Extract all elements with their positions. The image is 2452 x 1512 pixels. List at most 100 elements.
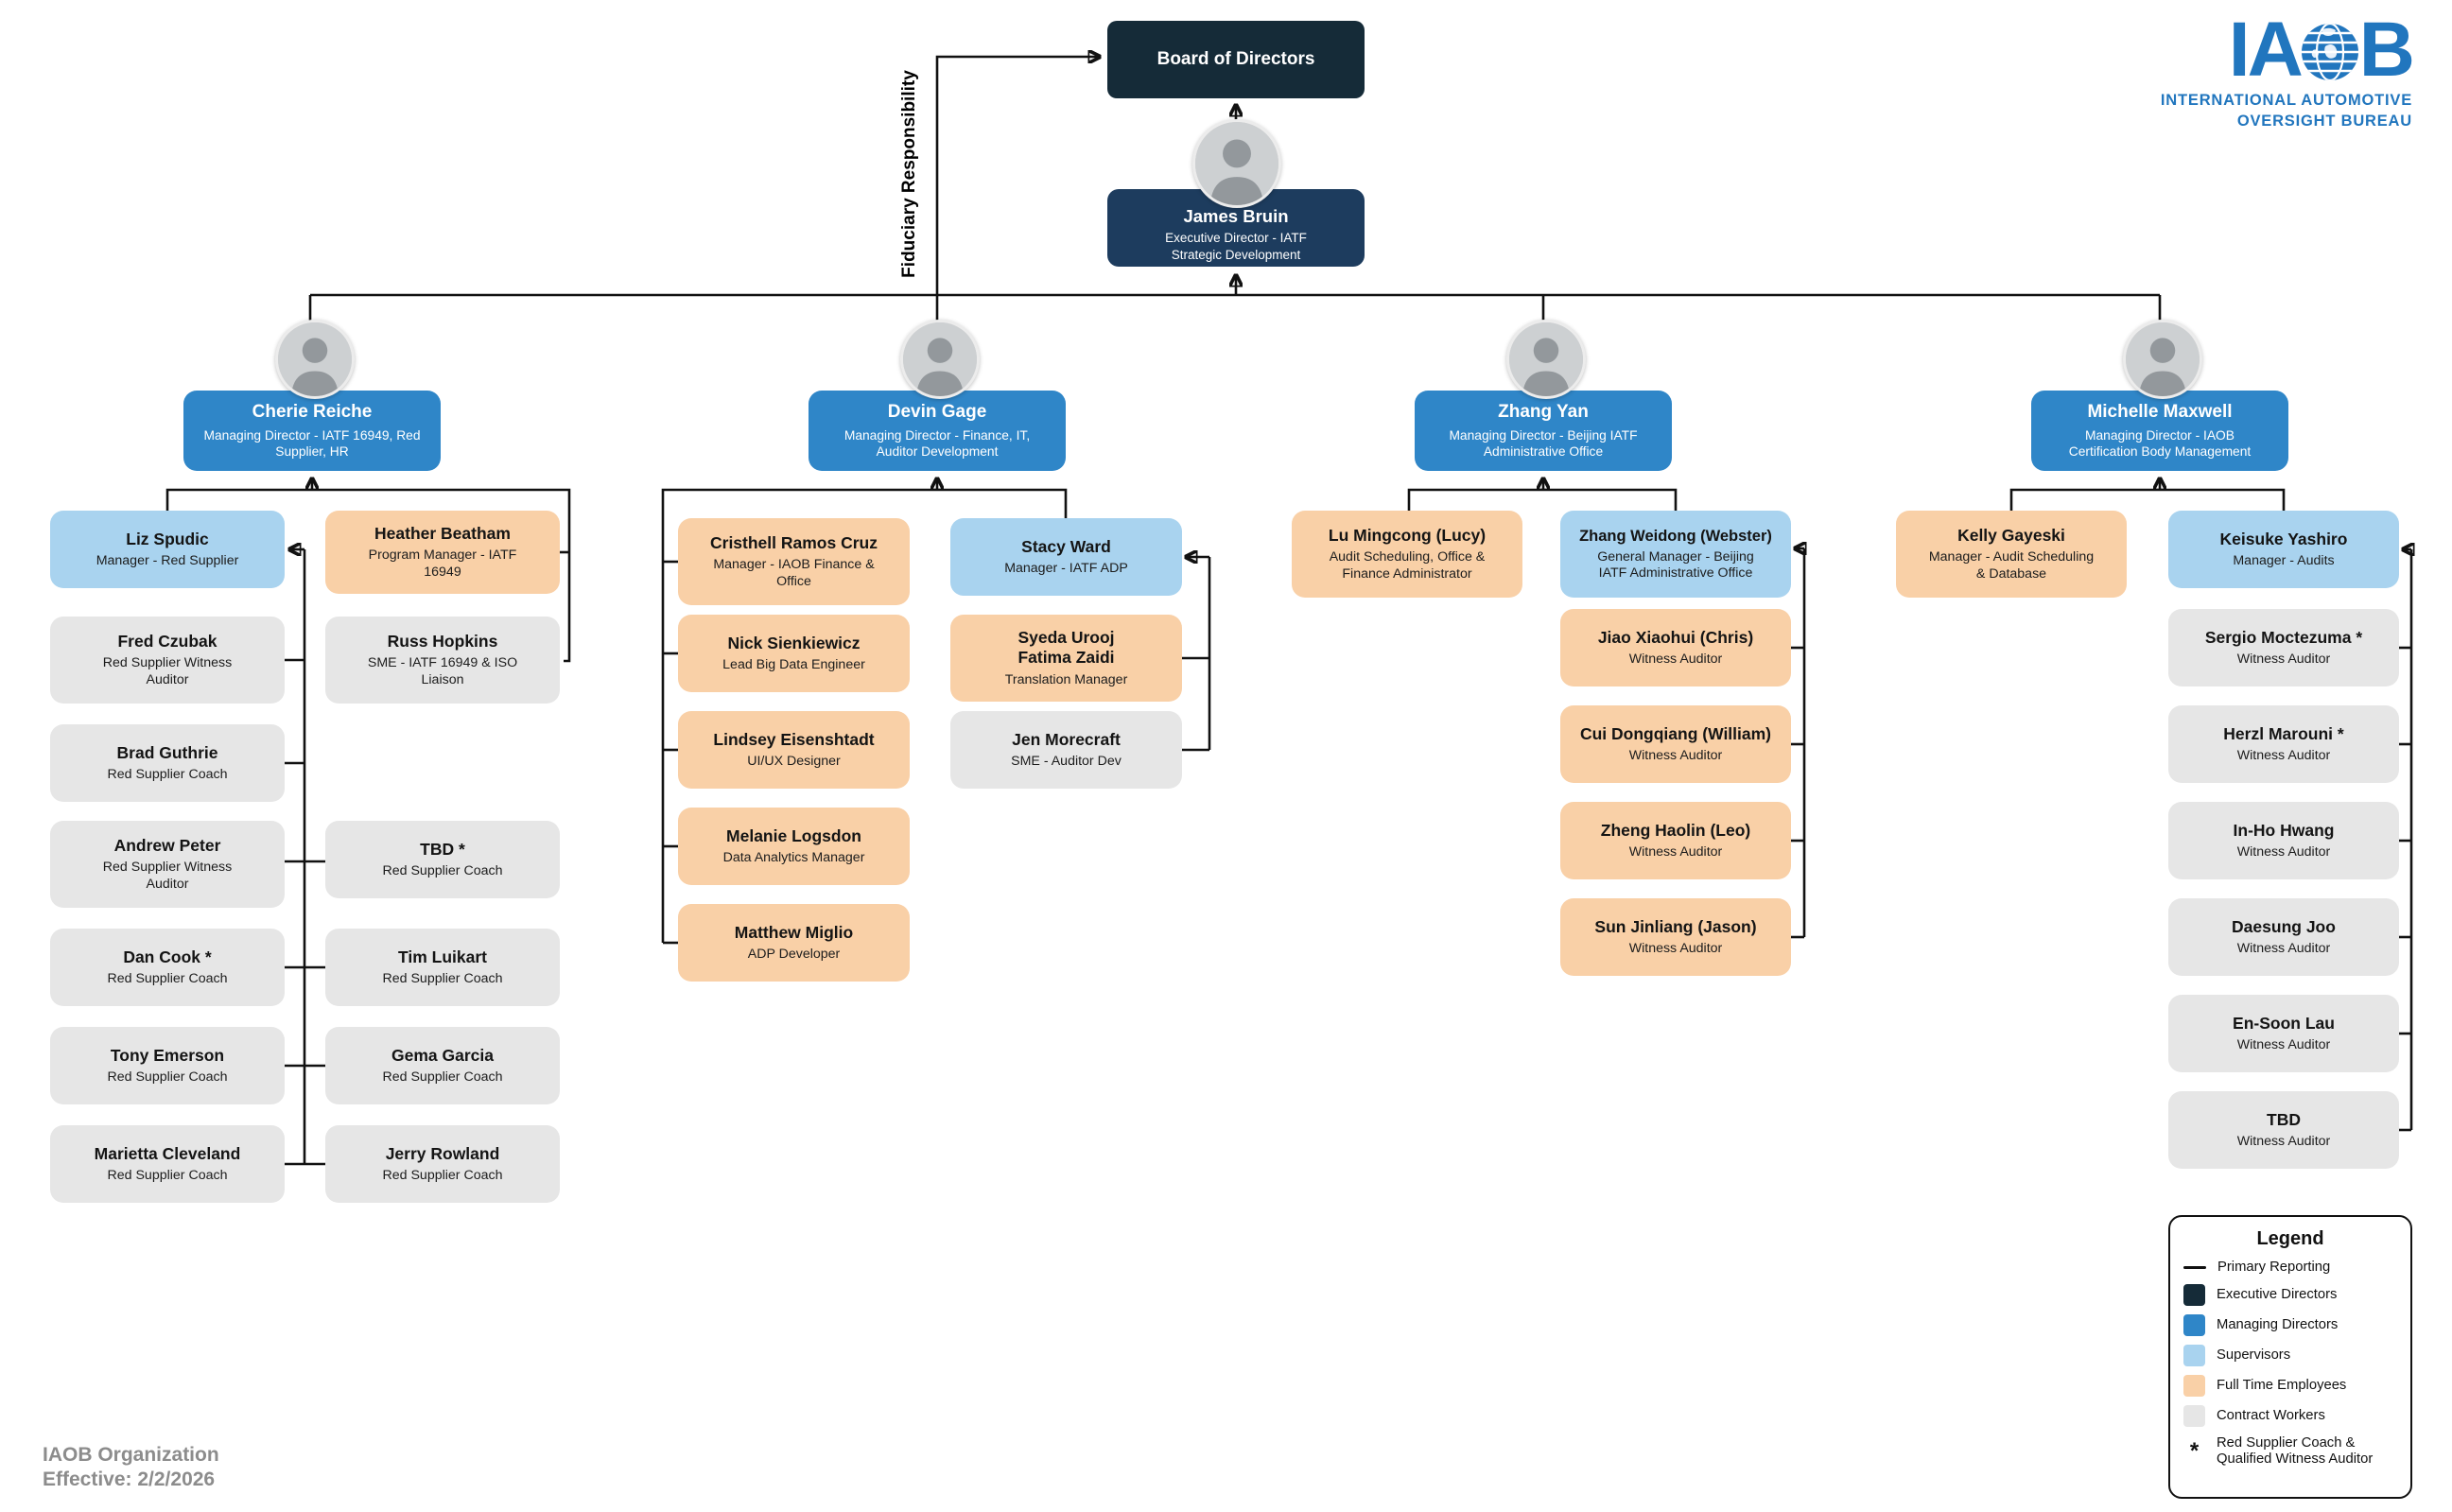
footer-effective-date: Effective: 2/2/2026	[43, 1469, 216, 1491]
person-name: Syeda Urooj Fatima Zaidi	[1017, 628, 1115, 668]
person-title: Red Supplier Coach	[107, 767, 228, 783]
board-of-directors-card: Board of Directors	[1107, 21, 1365, 98]
person-title: Lead Big Data Engineer	[722, 657, 865, 673]
legend-label: Managing Directors	[2217, 1317, 2339, 1332]
person-name: TBD *	[420, 839, 465, 859]
person-title: Red Supplier Witness Auditor	[102, 860, 233, 892]
board-title: Board of Directors	[1156, 49, 1315, 69]
person-card-melanie-logsdon: Melanie Logsdon Data Analytics Manager	[678, 808, 910, 885]
legend-panel: Legend Primary Reporting Executive Direc…	[2168, 1215, 2412, 1499]
person-card-andrew-peter: Andrew Peter Red Supplier Witness Audito…	[50, 821, 285, 908]
person-name: Zhang Yan	[1498, 401, 1589, 422]
person-name: Andrew Peter	[113, 836, 221, 856]
person-card-lindsey-eisenshtadt: Lindsey Eisenshtadt UI/UX Designer	[678, 711, 910, 789]
person-card-syeda-urooj-fatima-zaidi: Syeda Urooj Fatima Zaidi Translation Man…	[950, 615, 1182, 702]
legend-label: Full Time Employees	[2217, 1378, 2347, 1393]
logo-subtitle-1: INTERNATIONAL AUTOMOTIVE	[2160, 92, 2412, 109]
person-name: Matthew Miglio	[734, 922, 854, 942]
person-title: Managing Director - Beijing IATF Adminis…	[1449, 427, 1638, 459]
person-name: Devin Gage	[887, 401, 987, 422]
person-card-dan-cook: Dan Cook * Red Supplier Coach	[50, 929, 285, 1006]
person-card-cui-dongqiang: Cui Dongqiang (William) Witness Auditor	[1560, 705, 1791, 783]
iaob-logo-word: IA B	[2161, 7, 2415, 93]
person-card-zhang-weidong: Zhang Weidong (Webster) General Manager …	[1560, 511, 1791, 598]
person-name: James Bruin	[1183, 206, 1289, 227]
legend-item-managing-directors: Managing Directors	[2183, 1314, 2397, 1337]
person-name: Jerry Rowland	[385, 1143, 500, 1163]
person-name: Heather Beatham	[374, 524, 511, 544]
person-title: SME - Auditor Dev	[1011, 754, 1122, 770]
james-bruin-avatar	[1192, 119, 1281, 208]
director-card-devin-gage: Devin Gage Managing Director - Finance, …	[809, 391, 1066, 471]
person-card-russ-hopkins: Russ Hopkins SME - IATF 16949 & ISO Liai…	[325, 617, 560, 704]
person-title: Manager - Audit Scheduling & Database	[1928, 549, 2095, 582]
person-name: In-Ho Hwang	[2233, 820, 2335, 840]
person-title: Red Supplier Coach	[107, 1069, 228, 1086]
person-card-jen-morecraft: Jen Morecraft SME - Auditor Dev	[950, 711, 1182, 789]
person-card-tony-emerson: Tony Emerson Red Supplier Coach	[50, 1027, 285, 1104]
person-card-heather-beatham: Heather Beatham Program Manager - IATF 1…	[325, 511, 560, 594]
person-name: Cherie Reiche	[252, 401, 373, 422]
person-title: Data Analytics Manager	[722, 850, 865, 866]
logo-text-ia: IA	[2228, 7, 2304, 93]
person-title: Managing Director - IATF 16949, Red Supp…	[203, 427, 421, 459]
person-title: Red Supplier Coach	[382, 971, 503, 987]
person-card-gema-garcia: Gema Garcia Red Supplier Coach	[325, 1027, 560, 1104]
person-title: Red Supplier Coach	[107, 971, 228, 987]
primary-reporting-line-swatch	[2183, 1265, 2206, 1270]
person-card-marietta-cleveland: Marietta Cleveland Red Supplier Coach	[50, 1125, 285, 1203]
person-title: Manager - IATF ADP	[1004, 561, 1128, 577]
person-title: ADP Developer	[747, 947, 841, 963]
person-title: Red Supplier Coach	[107, 1168, 228, 1184]
person-title: UI/UX Designer	[747, 754, 841, 770]
person-card-cristhell-ramos-cruz: Cristhell Ramos Cruz Manager - IAOB Fina…	[678, 518, 910, 605]
person-title: Manager - Red Supplier	[96, 553, 239, 569]
person-name: Liz Spudic	[126, 529, 209, 548]
legend-item-supervisors: Supervisors	[2183, 1345, 2397, 1367]
person-card-tbd-witness-auditor: TBD Witness Auditor	[2168, 1091, 2399, 1169]
person-title: Red Supplier Witness Auditor	[102, 655, 233, 687]
michelle-maxwell-avatar	[2123, 320, 2202, 399]
cherie-reiche-avatar	[275, 320, 355, 399]
person-name: Michelle Maxwell	[2087, 401, 2233, 422]
person-title: Witness Auditor	[2236, 748, 2331, 764]
person-card-brad-guthrie: Brad Guthrie Red Supplier Coach	[50, 724, 285, 802]
legend-label: Contract Workers	[2217, 1408, 2325, 1423]
person-card-daesung-joo: Daesung Joo Witness Auditor	[2168, 898, 2399, 976]
director-card-zhang-yan: Zhang Yan Managing Director - Beijing IA…	[1415, 391, 1672, 471]
person-title: Witness Auditor	[2236, 1037, 2331, 1053]
person-card-in-ho-hwang: In-Ho Hwang Witness Auditor	[2168, 802, 2399, 879]
person-card-sun-jinliang: Sun Jinliang (Jason) Witness Auditor	[1560, 898, 1791, 976]
executive-directors-swatch	[2183, 1284, 2205, 1307]
person-card-fred-czubak: Fred Czubak Red Supplier Witness Auditor	[50, 617, 285, 704]
legend-label: Supervisors	[2217, 1347, 2291, 1363]
person-card-jiao-xiaohui: Jiao Xiaohui (Chris) Witness Auditor	[1560, 609, 1791, 686]
supervisors-swatch	[2183, 1345, 2205, 1367]
logo-text-b: B	[2358, 7, 2415, 93]
person-card-liz-spudic: Liz Spudic Manager - Red Supplier	[50, 511, 285, 588]
person-title: Witness Auditor	[2236, 652, 2331, 668]
person-name: Lindsey Eisenshtadt	[713, 729, 875, 749]
person-name: Daesung Joo	[2232, 916, 2336, 936]
person-name: Cui Dongqiang (William)	[1579, 723, 1772, 743]
person-name: Herzl Marouni *	[2223, 723, 2344, 743]
logo-subtitle-2: OVERSIGHT BUREAU	[2236, 113, 2412, 130]
person-title: Red Supplier Coach	[382, 863, 503, 879]
person-name: Lu Mingcong (Lucy)	[1328, 526, 1487, 546]
person-name: En-Soon Lau	[2233, 1013, 2335, 1033]
person-name: Brad Guthrie	[116, 742, 218, 762]
footer-org-line: IAOB Organization	[43, 1444, 219, 1466]
person-name: Jen Morecraft	[1012, 729, 1121, 749]
person-card-jerry-rowland: Jerry Rowland Red Supplier Coach	[325, 1125, 560, 1203]
person-title: Program Manager - IATF 16949	[368, 547, 517, 580]
full-time-employees-swatch	[2183, 1375, 2205, 1398]
person-title: Witness Auditor	[2236, 844, 2331, 860]
person-name: Stacy Ward	[1021, 536, 1111, 556]
legend-label: Executive Directors	[2217, 1287, 2338, 1302]
person-title: Translation Manager	[1004, 671, 1128, 687]
person-name: Sergio Moctezuma *	[2204, 627, 2363, 647]
person-title: Audit Scheduling, Office & Finance Admin…	[1329, 549, 1486, 582]
person-name: Nick Sienkiewicz	[727, 633, 861, 652]
person-name: Jiao Xiaohui (Chris)	[1597, 627, 1754, 647]
legend-item-contract-workers: Contract Workers	[2183, 1405, 2397, 1428]
